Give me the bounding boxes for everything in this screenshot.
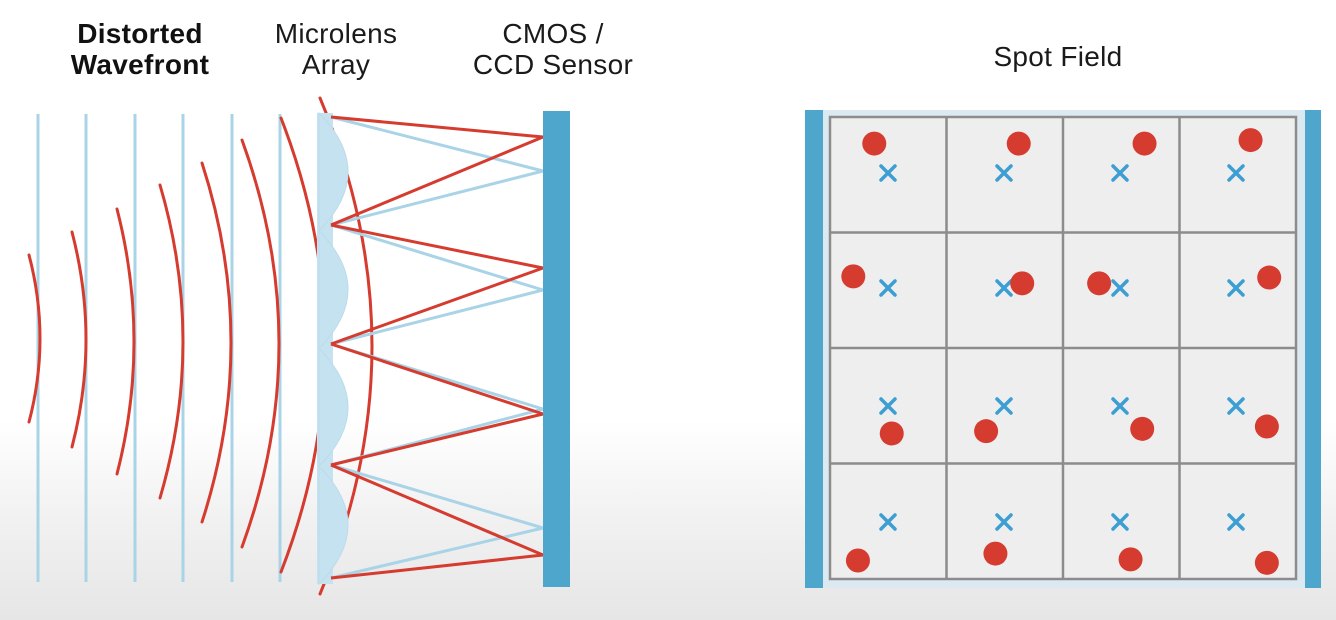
microlens-array-label: Microlens Array [236,18,436,80]
distorted-ray [330,342,544,416]
spot-field-left-bar [805,110,823,588]
focal-spot [1087,271,1112,296]
distorted-wave-arc [200,161,233,524]
cross-stroke [1227,164,1245,182]
cross-stroke [1111,164,1129,182]
reference-cross-marker [995,513,1013,531]
spot-field-label: Spot Field [993,41,1123,72]
reference-cross-marker [1227,279,1245,297]
focal-spot [974,419,999,444]
reference-cross-marker [1227,164,1245,182]
cross-stroke [1111,279,1129,297]
distorted-wave-arc [115,207,136,476]
reference-cross-marker [995,279,1013,297]
reference-ray [330,288,544,346]
focal-spot [862,131,887,156]
focal-spot [845,548,870,573]
focal-spot [1254,414,1279,439]
focal-spot [1238,128,1263,153]
cross-stroke [879,164,897,182]
reference-cross-marker [1227,397,1245,415]
focal-spot [1130,416,1155,441]
cross-stroke [879,279,897,297]
spot-field-right-bar [1305,110,1321,588]
reference-cross-marker [1111,513,1129,531]
reference-ray [330,463,544,530]
reference-ray [330,115,544,173]
distorted-wave-arc [158,183,185,500]
cross-stroke [995,164,1013,182]
focal-spot [1006,131,1031,156]
distorted-wave-arc [240,138,281,549]
focal-spot [1010,271,1035,296]
cross-stroke [995,279,1013,297]
microlens-element [318,111,349,586]
distorted-ray [330,135,544,227]
reference-cross-marker [1111,397,1129,415]
cross-stroke [1227,279,1245,297]
reference-cross-marker [995,164,1013,182]
reference-cross-marker [995,397,1013,415]
focused-rays [330,115,544,580]
distorted-ray [330,463,544,557]
reference-cross-marker [1111,279,1129,297]
cross-stroke [879,397,897,415]
lens-substrate [317,113,333,584]
reference-cross-marker [879,164,897,182]
microlens-array [317,111,349,586]
focal-spot [983,541,1008,566]
cross-stroke [1227,513,1245,531]
cross-stroke [879,513,897,531]
distorted-ray [330,412,544,467]
focal-spot [1132,131,1157,156]
distorted-ray [330,266,544,346]
microlens-array-line1: Microlens [274,18,398,49]
reference-cross-marker [879,513,897,531]
distorted-ray [330,553,544,580]
cross-stroke [995,513,1013,531]
focal-spot [1118,547,1143,572]
reference-ray [330,169,544,227]
reference-cross-marker [879,397,897,415]
distorted-ray [330,223,544,270]
microlens-array-line2: Array [301,49,371,80]
distorted-wavefront-line2: Wavefront [70,49,210,80]
distorted-ray [330,115,544,139]
distorted-wave-arc [70,230,88,449]
cross-stroke [1111,397,1129,415]
sensor-line2: CCD Sensor [472,49,634,80]
distorted-wavefront-label: Distorted Wavefront [40,18,240,80]
focal-spot [1254,550,1279,575]
cross-stroke [995,397,1013,415]
focal-spot [1257,265,1282,290]
spot-field-grid [805,110,1321,588]
sensor-bar [543,111,570,587]
reference-cross-marker [879,279,897,297]
focal-spot [879,421,904,446]
distorted-wave-arc [27,253,42,424]
sensor-label: CMOS / CCD Sensor [443,18,663,80]
reference-ray [330,526,544,580]
cross-stroke [1111,513,1129,531]
reference-cross-marker [1111,164,1129,182]
reference-cross-marker [1227,513,1245,531]
cross-stroke [1227,397,1245,415]
focal-spot [841,264,866,289]
distorted-wavefront-line1: Distorted [77,18,203,49]
cmos-ccd-sensor [543,111,570,587]
sensor-line1: CMOS / [502,18,604,49]
